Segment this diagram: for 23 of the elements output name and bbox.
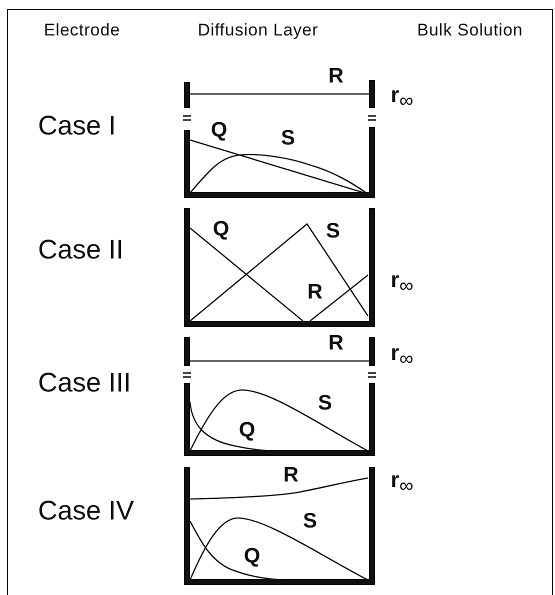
region-heading: Bulk Solution <box>417 22 523 38</box>
species-label: Q <box>238 420 256 440</box>
species-label: R <box>283 464 299 486</box>
bulk-concentration-label: r$_{∞}$ <box>390 342 414 370</box>
bulk-concentration-label: r$_{∞}$ <box>390 84 414 112</box>
region-heading: Diffusion Layer <box>198 22 318 38</box>
species-label: S <box>318 392 332 414</box>
species-label: R <box>307 282 323 302</box>
species-label: S <box>281 128 295 148</box>
region-heading: Electrode <box>44 22 120 38</box>
bulk-concentration-label: r$_{∞}$ <box>390 269 414 297</box>
case-label: Case IV <box>38 498 134 524</box>
species-label: Q <box>212 218 230 240</box>
bulk-concentration-label: r$_{∞}$ <box>390 469 414 497</box>
species-label: Q <box>210 120 228 140</box>
case-label: Case II <box>38 236 124 264</box>
case-label: Case I <box>38 112 116 140</box>
species-label: Q <box>244 546 260 566</box>
case-label: Case III <box>38 370 132 396</box>
species-label: R <box>328 332 344 354</box>
species-label: S <box>303 510 317 532</box>
species-label: R <box>328 66 344 86</box>
species-label: S <box>326 220 340 242</box>
